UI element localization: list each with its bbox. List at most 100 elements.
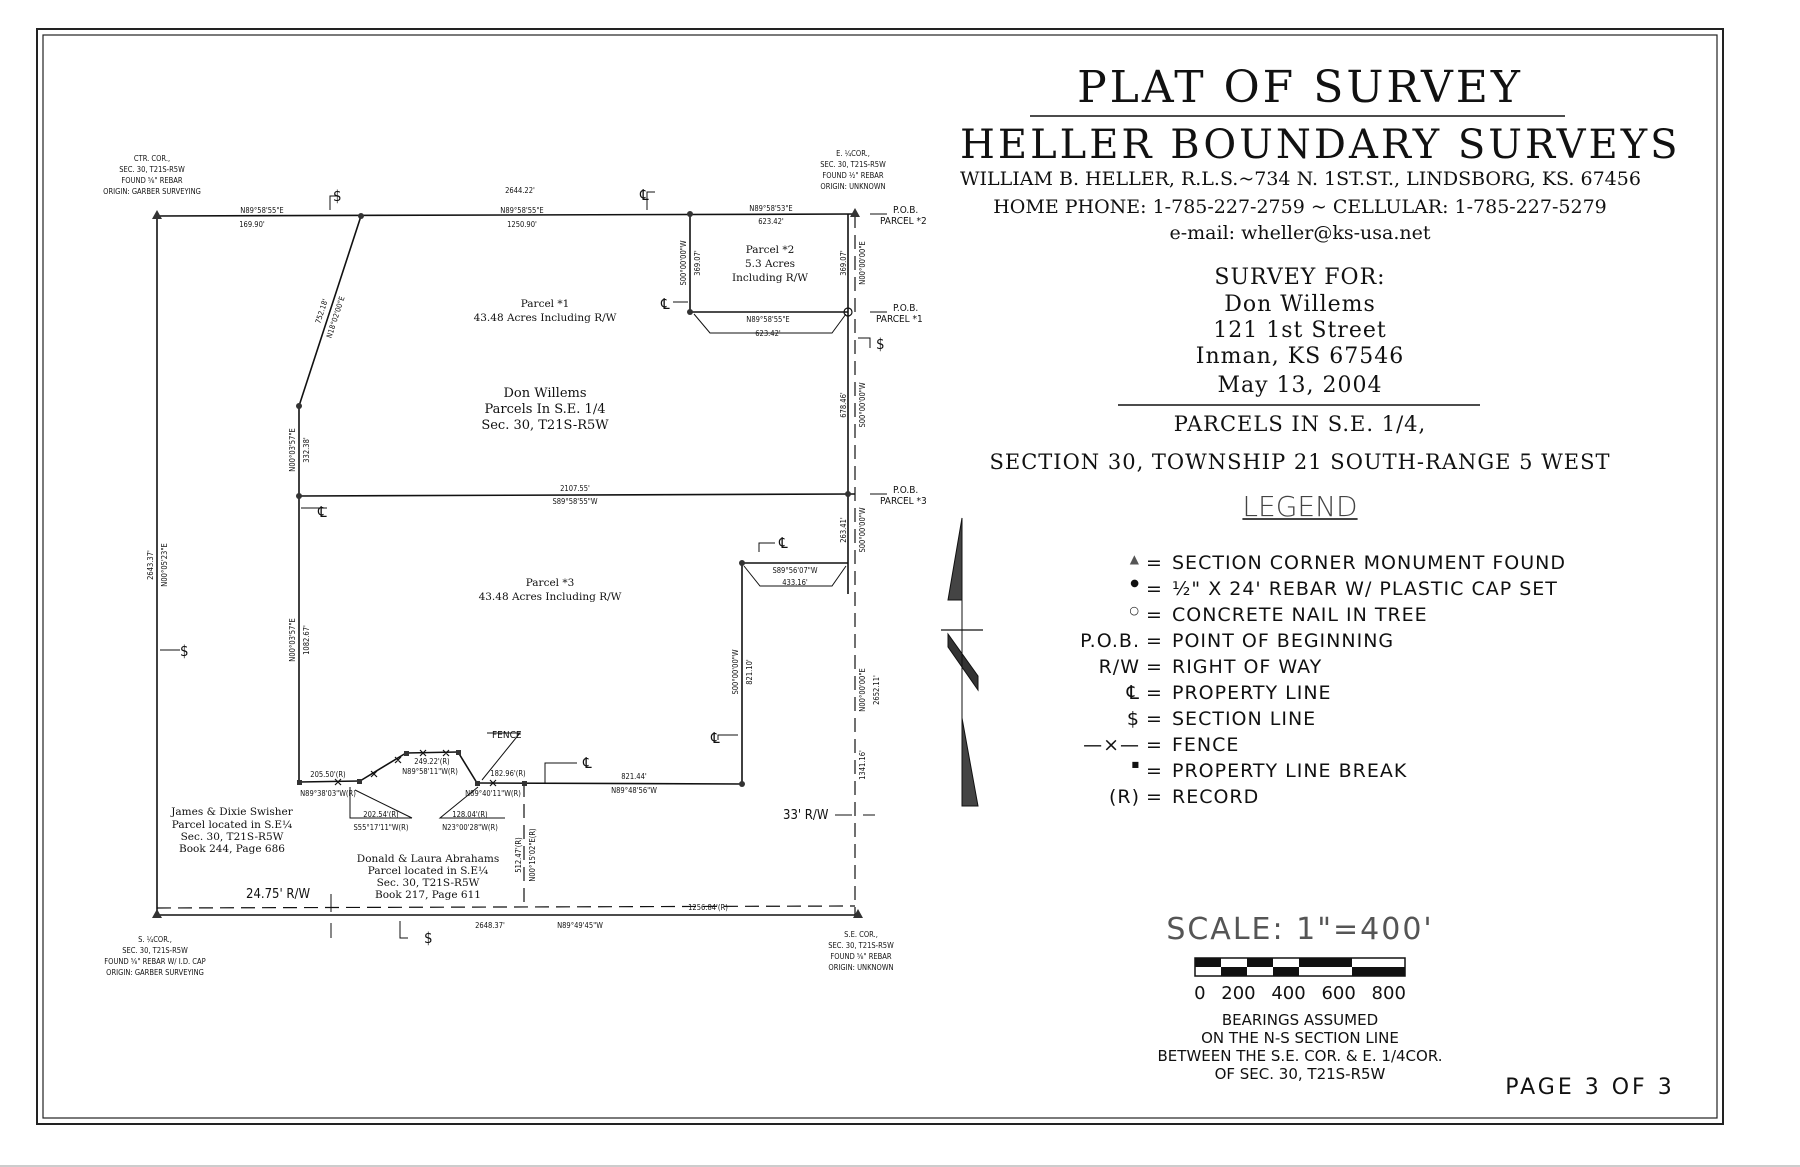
pob2-label: P.O.B. — [893, 205, 918, 216]
legend-text: FENCE — [1172, 734, 1240, 756]
dim-e-top-dist: 369.07' — [839, 250, 848, 276]
bearings-note-2: ON THE N-S SECTION LINE — [1201, 1029, 1399, 1047]
rebar-4 — [296, 403, 302, 409]
south-rw-line — [156, 905, 856, 909]
section-line-symbol-1: $ — [333, 187, 342, 205]
parcel3-acres: 43.48 Acres Including R/W — [479, 591, 622, 603]
vertical-dimension-labels: 752.18' N18°02'00"E S00°00'00"W 369.07' … — [146, 240, 881, 882]
parcel2-rw: Including R/W — [732, 272, 808, 284]
pob3-parcel: PARCEL *3 — [880, 496, 927, 507]
dim-s2-bearing: N89°58'11"W(R) — [402, 767, 458, 776]
center-section: Sec. 30, T21S-R5W — [481, 418, 609, 433]
legend-equals: = — [1146, 552, 1163, 574]
dim-s3-bearing: N89°40'11"W(R) — [465, 789, 521, 798]
page-title: PLAT OF SURVEY — [1077, 62, 1523, 113]
property-line-symbol-1: ℄ — [639, 186, 649, 204]
leader-lines — [160, 191, 887, 939]
dim-south-bearing: N89°49'45"W — [557, 921, 603, 930]
pob-abbrev: P.O.B. — [1080, 630, 1140, 652]
dim-ab-bearing: N00°15'02"E(R) — [528, 828, 537, 882]
dim-e-p3-bearing: S00°00'00"W — [858, 507, 867, 552]
legend-equals: = — [1146, 578, 1163, 600]
se-cor-line-4: ORIGIN: UNKNOWN — [828, 963, 893, 972]
scale-ticks: 0 200 400 600 800 — [1170, 983, 1430, 1004]
legend-equals: = — [1146, 786, 1163, 808]
nail-in-tree — [843, 307, 853, 317]
legend-text: PROPERTY LINE — [1172, 682, 1332, 704]
legend-text: RECORD — [1172, 786, 1260, 808]
swisher-book: Book 244, Page 686 — [179, 843, 285, 855]
e-quarter-line-2: SEC. 30, T21S-R5W — [820, 160, 886, 169]
dimension-labels: N89°58'55"E 169.90' 2644.22' N89°58'55"E… — [239, 186, 818, 930]
break-1 — [297, 780, 302, 785]
dim-n-dist-w: 169.90' — [239, 220, 265, 229]
dim-n-dist-e: 623.42' — [758, 217, 784, 226]
pob1-parcel: PARCEL *1 — [876, 314, 923, 325]
s-quarter-line-2: SEC. 30, T21S-R5W — [122, 946, 188, 955]
monuments — [152, 208, 863, 918]
pob-labels: P.O.B. PARCEL *2 P.O.B. PARCEL *1 P.O.B.… — [492, 205, 927, 741]
dim-mid-dist: 2107.55' — [560, 484, 590, 493]
ctr-cor-triangle — [152, 210, 162, 219]
break-3 — [404, 751, 409, 756]
legend-text: RIGHT OF WAY — [1172, 656, 1323, 678]
south-seg2 — [405, 751, 459, 754]
pob1-label: P.O.B. — [893, 303, 918, 314]
firm-address: WILLIAM B. HELLER, R.L.S.~734 N. 1ST.ST.… — [960, 168, 1641, 190]
legend-text: PROPERTY LINE BREAK — [1172, 760, 1408, 782]
dim-ne-diag-bearing: N23°00'28"W(R) — [442, 823, 498, 832]
rw-labels: 33' R/W 24.75' R/W — [246, 808, 829, 902]
client-street: 121 1st Street — [1213, 318, 1387, 343]
parcel1-title: Parcel *1 — [521, 298, 570, 310]
client-city: Inman, KS 67546 — [1195, 344, 1405, 369]
callout-shapes — [349, 313, 847, 819]
south-seg1 — [298, 780, 361, 783]
dim-s2-dist: 249.22'(R) — [414, 757, 450, 766]
fence-marks — [334, 749, 497, 787]
ctr-cor-line-3: FOUND ⅝" REBAR — [121, 176, 182, 185]
diag-line — [298, 215, 362, 407]
parcel2-title: Parcel *2 — [746, 244, 795, 256]
plat-text: CTR. COR., SEC. 30, T21S-R5W FOUND ⅝" RE… — [103, 149, 894, 977]
section-line-symbol-3: $ — [180, 642, 189, 660]
scale-tick: 600 — [1321, 983, 1356, 1004]
bearings-note-3: BETWEEN THE S.E. COR. & E. 1/4COR. — [1157, 1047, 1443, 1065]
rebar-icon: ● — [1130, 578, 1140, 589]
dim-n-dist-m: 1250.90' — [507, 220, 537, 229]
mid-line — [298, 493, 856, 497]
rebar-2 — [687, 211, 693, 217]
property-line-symbol-2: ℄ — [660, 295, 670, 313]
break-4 — [456, 750, 461, 755]
legend-text: SECTION CORNER MONUMENT FOUND — [1172, 552, 1566, 574]
record-abbrev: (R) — [1108, 786, 1140, 808]
dim-sw-diag-dist: 202.54'(R) — [363, 810, 399, 819]
ctr-cor-line-1: CTR. COR., — [134, 154, 170, 163]
s-quarter-line-1: S. ¼COR., — [138, 935, 172, 944]
dim-e-long-dist: 2652.11' — [872, 675, 881, 705]
s-quarter-line-3: FOUND ⅝" REBAR W/ I.D. CAP — [104, 957, 205, 966]
page-number: PAGE 3 OF 3 — [1505, 1075, 1675, 1100]
rw-abbrev: R/W — [1098, 656, 1140, 678]
dim-sw-diag-bearing: S55°17'11"W(R) — [354, 823, 409, 832]
legend-text: POINT OF BEGINNING — [1172, 630, 1395, 652]
property-line-icon: ℄ — [1126, 682, 1140, 704]
se-cor-line-3: FOUND ⅝" REBAR — [830, 952, 891, 961]
dim-e-lower-dist: 1341.16' — [858, 750, 867, 780]
inner-border — [42, 34, 1718, 1119]
nail-icon: ○ — [1129, 604, 1140, 617]
legend-equals: = — [1146, 760, 1163, 782]
abrahams-book: Book 217, Page 611 — [375, 889, 481, 901]
south-diag2 — [457, 751, 478, 784]
dim-n-bearing-w: N89°58'55"E — [240, 206, 283, 215]
rw-lines — [156, 214, 856, 915]
dim-w-up-bearing: N00°03'57"E — [288, 428, 297, 471]
s-quarter-triangle — [152, 909, 162, 918]
property-line-symbol-3: ℄ — [317, 503, 327, 521]
dim-s1-dist: 205.50'(R) — [310, 770, 346, 779]
bearings-note-1: BEARINGS ASSUMED — [1221, 1011, 1379, 1029]
rebar-5 — [296, 493, 302, 499]
dim-w-sec-dist: 2643.37' — [146, 550, 155, 580]
legend-title: LEGEND — [1242, 490, 1358, 523]
dim-w-lo-dist: 1082.67' — [302, 625, 311, 655]
